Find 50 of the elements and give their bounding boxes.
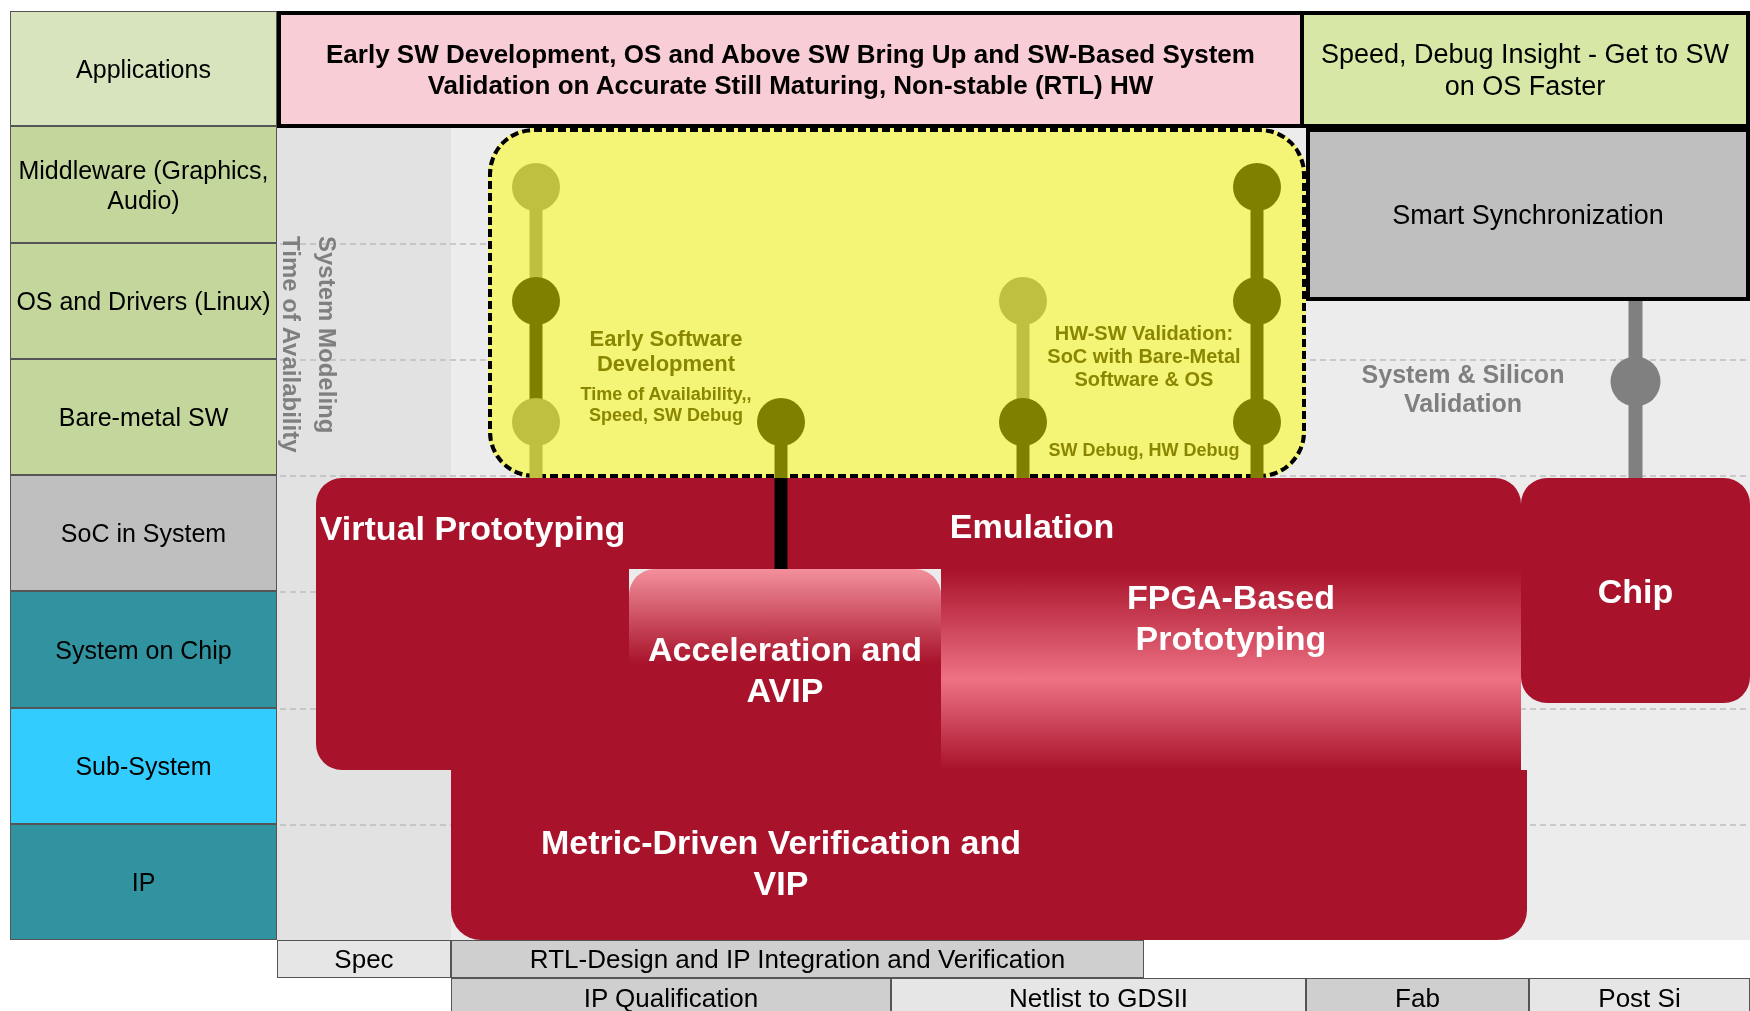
box-text: Smart Synchronization bbox=[1391, 198, 1665, 231]
level-row-box bbox=[10, 11, 277, 126]
annotation-text: Time of Availability,, Speed, SW Debug bbox=[579, 384, 753, 426]
annotation-text: SW Debug, HW Debug bbox=[1047, 440, 1241, 461]
phase-label: Spec bbox=[333, 946, 395, 972]
header-box bbox=[277, 11, 1304, 128]
level-label: Applications bbox=[75, 53, 212, 84]
platform-label: FPGA-Based Prototyping bbox=[1126, 577, 1336, 659]
platform-label: Metric-Driven Verification and VIP bbox=[540, 822, 1022, 904]
platform-box bbox=[451, 770, 1527, 940]
level-label: SoC in System bbox=[59, 518, 228, 548]
level-row-box bbox=[10, 708, 277, 824]
platform-label: Emulation bbox=[948, 506, 1116, 547]
phase-bar bbox=[451, 978, 891, 1011]
phase-label: Post Si bbox=[1597, 985, 1682, 1011]
level-label: Middleware (Graphics, Audio) bbox=[17, 154, 270, 215]
box-text: Speed, Debug Insight - Get to SW on OS Faster bbox=[1319, 37, 1731, 102]
goal-box bbox=[1304, 11, 1750, 128]
level-row-box bbox=[10, 126, 277, 243]
level-label: Bare-metal SW bbox=[57, 402, 230, 432]
phase-label: Netlist to GDSII bbox=[1007, 985, 1190, 1011]
sync-box bbox=[1306, 128, 1750, 301]
platform-label: Virtual Prototyping bbox=[318, 508, 627, 549]
phase-label: IP Qualification bbox=[582, 985, 760, 1011]
platform-box bbox=[1521, 478, 1750, 703]
level-row-box bbox=[10, 243, 277, 359]
phase-bar bbox=[891, 978, 1306, 1011]
level-label: IP bbox=[130, 867, 157, 897]
phase-bar bbox=[451, 940, 1144, 978]
level-label: OS and Drivers (Linux) bbox=[15, 286, 272, 316]
annotation-text: Time of Availability bbox=[277, 236, 305, 455]
box-text: Early SW Development, OS and Above SW Bring Up and SW-Based System Validation on Accurate Still Maturing, Non-stable (RTL) HW bbox=[325, 38, 1256, 101]
annotation-text: System & Silicon Validation bbox=[1360, 360, 1566, 418]
level-row-box bbox=[10, 591, 277, 708]
annotation-text: System Modeling bbox=[313, 236, 341, 436]
phase-bar bbox=[277, 940, 451, 978]
annotation-text: HW-SW Validation: SoC with Bare-Metal Software & OS bbox=[1046, 322, 1242, 391]
annotation-text: Early Software Development bbox=[588, 326, 744, 377]
phase-bar bbox=[1529, 978, 1750, 1011]
level-label: System on Chip bbox=[54, 634, 233, 665]
platform-label: Acceleration and AVIP bbox=[647, 629, 923, 711]
level-row-box bbox=[10, 475, 277, 591]
level-row-box bbox=[10, 359, 277, 475]
phase-bar bbox=[1306, 978, 1529, 1011]
level-label: Sub-System bbox=[74, 751, 213, 781]
dashed-highlight-region bbox=[488, 128, 1306, 478]
phase-label: RTL-Design and IP Integration and Verification bbox=[528, 946, 1067, 972]
level-row-box bbox=[10, 824, 277, 940]
phase-label: Fab bbox=[1394, 985, 1441, 1011]
platform-label: Chip bbox=[1596, 570, 1675, 611]
